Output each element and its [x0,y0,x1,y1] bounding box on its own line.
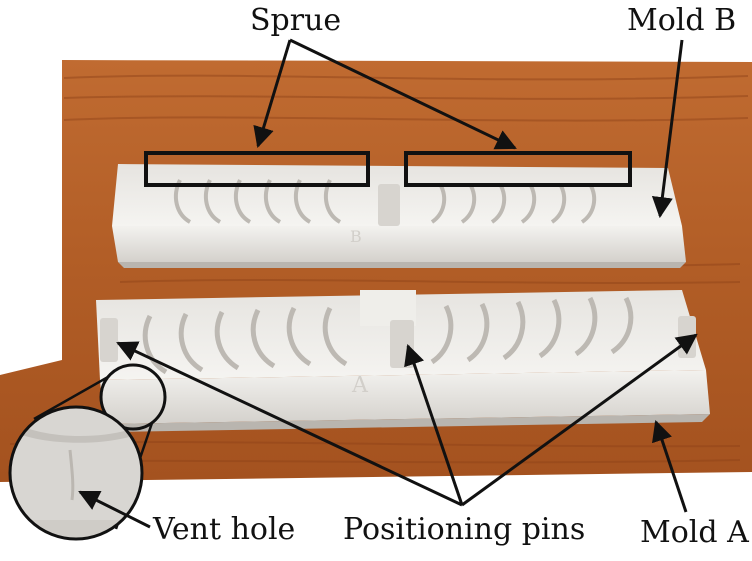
loupe-connector-top [33,375,109,421]
mold-a-cavities [142,296,634,375]
mold-a-letter: A [351,373,369,398]
arrow-mold-a [652,420,688,513]
mold-a-label: Mold A [640,515,749,550]
vent-hole-label: Vent hole [153,512,296,547]
positioning-pins-label: Positioning pins [343,512,586,547]
vent-hole-loupe [8,405,144,541]
arrow-pin-left [116,341,463,507]
sprue-box-left [144,151,370,187]
vent-hole-zoom-source [99,363,167,431]
mold-b: B [112,164,686,268]
arrow-sprue-right [289,38,517,150]
arrow-mold-b [651,39,684,219]
arrow-pin-right [461,333,698,507]
arrow-vent-hole [78,490,151,529]
sprue-label: Sprue [250,3,342,38]
arrow-pin-center [404,344,464,506]
arrow-sprue-left [253,39,292,149]
sprue-box-right [404,151,632,187]
annotation-arrows [78,38,698,529]
mold-a: A [96,290,710,432]
mold-b-label: Mold B [627,3,737,38]
mold-b-letter: B [350,227,362,246]
